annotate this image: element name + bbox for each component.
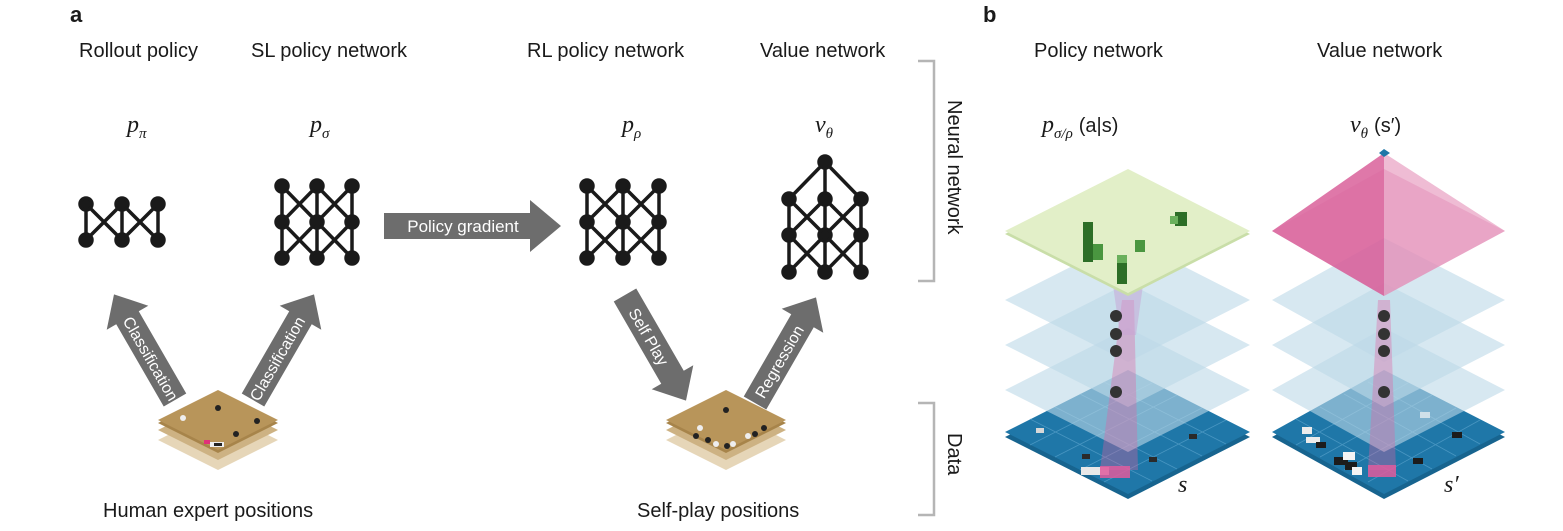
self-play-positions-caption: Self-play positions — [637, 500, 800, 522]
neural-network-bracket — [918, 59, 936, 283]
rl-policy-title: RL policy network — [527, 40, 685, 62]
self-play-board-stack — [666, 390, 786, 470]
classification-left-label: Classification — [119, 314, 181, 404]
self-play-arrow: Self Play — [613, 288, 694, 401]
sl-policy-symbol: pσ — [310, 112, 330, 142]
classification-right-label: Classification — [247, 314, 309, 404]
policy-network-title: Policy network — [1034, 40, 1163, 62]
panel-b-label: b — [983, 2, 997, 27]
sl-policy-title: SL policy network — [251, 40, 407, 62]
state-s-label: s — [1178, 472, 1188, 498]
value-network-stack — [1272, 149, 1505, 499]
rollout-policy-symbol: pπ — [127, 112, 147, 142]
value-output-symbol: vθ (s′) — [1350, 112, 1402, 142]
rl-network-icon — [579, 178, 667, 266]
policy-gradient-label: Policy gradient — [407, 217, 519, 236]
human-expert-positions-caption: Human expert positions — [103, 500, 314, 522]
human-expert-board-stack — [158, 390, 278, 470]
rollout-network-icon — [78, 196, 166, 248]
state-s-prime-label: s′ — [1444, 472, 1459, 498]
neural-network-bracket-label: Neural network — [943, 100, 965, 235]
panel-a-label: a — [70, 2, 83, 27]
value-network-icon — [781, 154, 869, 280]
sl-network-icon — [274, 178, 360, 266]
data-bracket-label: Data — [943, 433, 965, 476]
rollout-policy-title: Rollout policy — [79, 40, 198, 62]
policy-network-stack — [1005, 169, 1250, 499]
value-network-b-title: Value network — [1317, 40, 1443, 62]
policy-output-symbol: pσ/ρ (a|s) — [1042, 112, 1119, 142]
classification-right-arrow: Classification — [241, 294, 322, 407]
policy-gradient-arrow: Policy gradient — [384, 200, 561, 252]
classification-left-arrow: Classification — [106, 294, 187, 407]
rl-policy-symbol: pρ — [622, 112, 642, 142]
data-bracket — [918, 401, 936, 517]
value-network-symbol: vθ — [815, 112, 834, 142]
value-network-title: Value network — [760, 40, 886, 62]
regression-arrow: Regression — [743, 297, 824, 410]
